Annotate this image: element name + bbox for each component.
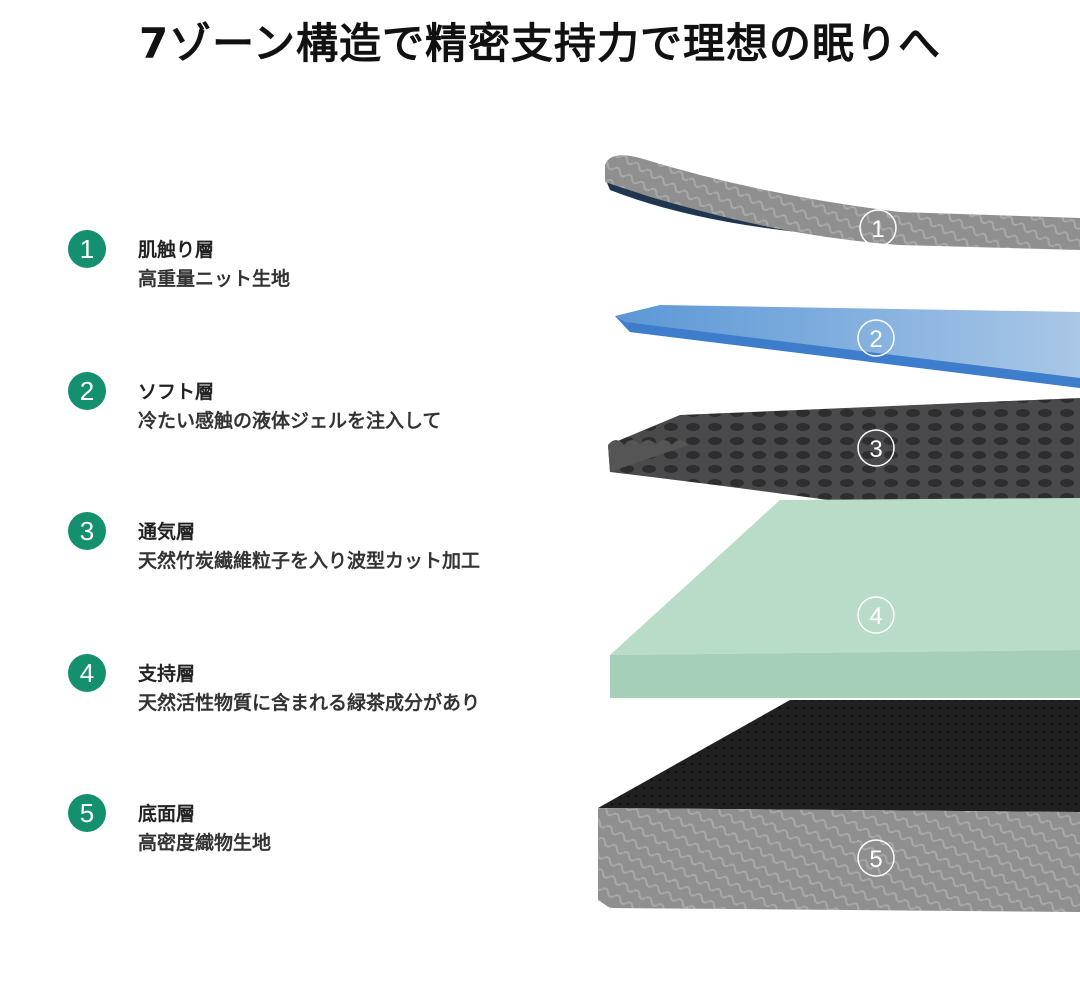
layer-item-4: 4 支持層 天然活性物質に含まれる緑茶成分があり <box>68 654 481 718</box>
layer-item-2: 2 ソフト層 冷たい感触の液体ジェルを注入して <box>68 372 442 436</box>
layer-3-egg-crate <box>608 398 1080 525</box>
layer-1-marker-number: 1 <box>871 216 884 243</box>
layer-item-5: 5 底面層 高密度織物生地 <box>68 794 272 858</box>
layer-description: 高重量ニット生地 <box>138 268 291 290</box>
layer-5-marker-number: 5 <box>869 846 882 873</box>
number-badge: 5 <box>68 794 106 832</box>
layer-3-marker <box>857 429 895 467</box>
layer-name: 通気層 <box>138 521 196 543</box>
layer-3-marker-number: 3 <box>869 436 882 463</box>
layer-2-marker <box>857 319 895 357</box>
layer-1-marker <box>859 209 897 247</box>
layer-name: ソフト層 <box>138 381 215 403</box>
layer-4-marker <box>857 596 895 634</box>
number-badge: 4 <box>68 654 106 692</box>
layer-4-marker-number: 4 <box>869 603 882 630</box>
layer-2-marker-number: 2 <box>869 326 882 353</box>
layer-2-gel-edge <box>615 316 1080 388</box>
layer-description: 高密度織物生地 <box>138 832 272 854</box>
number-badge: 2 <box>68 372 106 410</box>
layer-4-support-foam <box>610 498 1080 698</box>
layer-name: 肌触り層 <box>138 239 215 261</box>
layer-description: 冷たい感触の液体ジェルを注入して <box>138 410 442 432</box>
layer-1-knit-cover <box>605 155 1080 250</box>
layer-name: 底面層 <box>138 803 196 825</box>
number-badge: 1 <box>68 230 106 268</box>
layer-item-3: 3 通気層 天然竹炭繊維粒子を入り波型カット加工 <box>68 512 481 576</box>
number-badge: 3 <box>68 512 106 550</box>
layer-name: 支持層 <box>138 663 196 685</box>
layer-item-1: 1 肌触り層 高重量ニット生地 <box>68 230 291 294</box>
layer-5-base <box>598 700 1080 912</box>
layer-description: 天然竹炭繊維粒子を入り波型カット加工 <box>138 550 481 572</box>
layer-5-marker <box>857 839 895 877</box>
layer-description: 天然活性物質に含まれる緑茶成分があり <box>138 692 481 714</box>
page-title: 7ゾーン構造で精密支持力で理想の眠りへ <box>138 19 942 68</box>
